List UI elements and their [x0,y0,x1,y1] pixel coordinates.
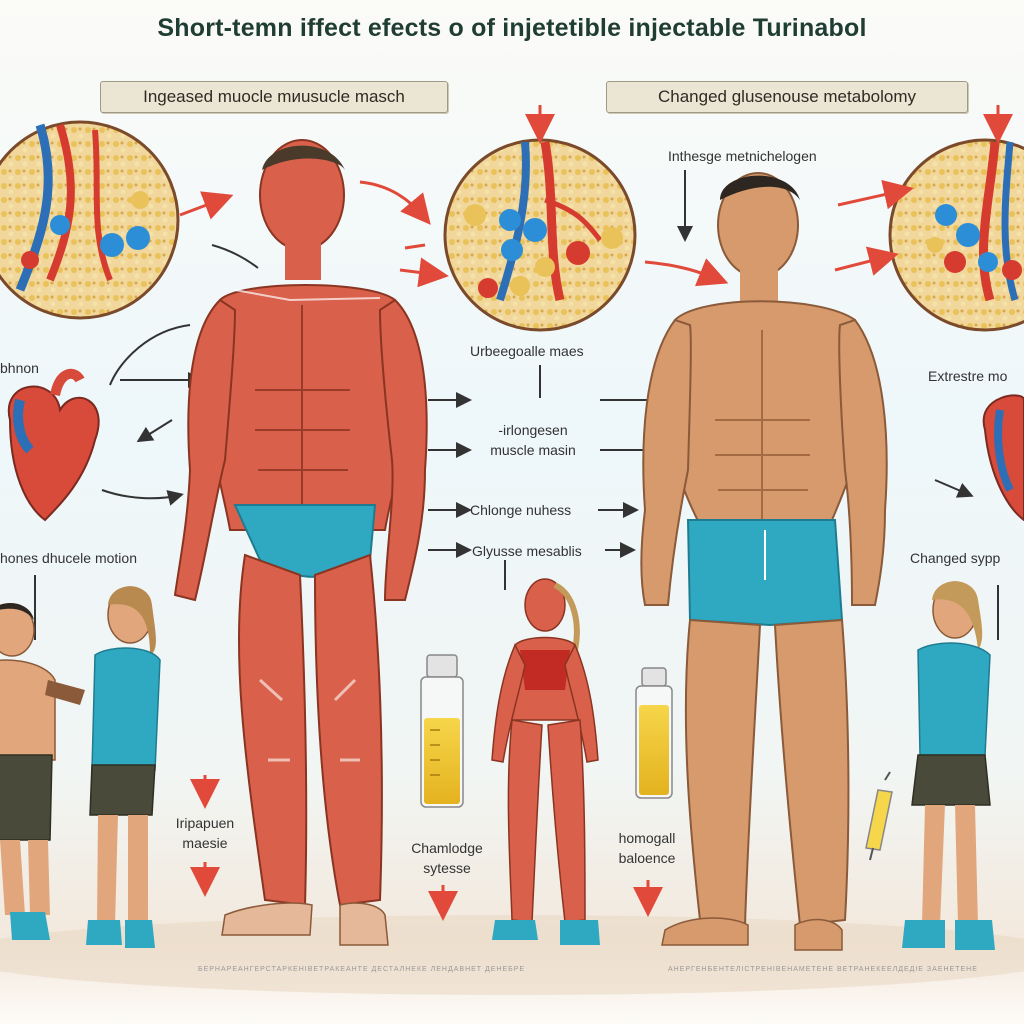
tissue-inset-center [443,138,637,332]
label-bottom-right-a: homogall [618,830,676,846]
footer-left: БЕРНАРЕАНГЕРСТАРКЕНІВЕТРАКЕАНТЕ ДЕСТАЛНЕ… [198,966,526,973]
label-left-motion: hones dhucele motion [0,550,137,566]
label-right-changed: Changed sypр [910,550,1001,566]
label-bottom-left-a: Iripapuen [175,815,235,831]
figure-muscle-female [491,578,600,945]
label-bottom-center-a: Chamlodge [411,840,483,856]
label-bottom-right-b: baloence [618,850,676,866]
tissue-inset-left [0,120,180,320]
figure-woman-clipboard [45,586,161,948]
label-top-center: Inthesge metnichelogen [668,148,817,164]
tissue-inset-right [888,138,1024,332]
label-center-1: Urbeegoalle maes [470,343,584,359]
label-center-2b: muscle masin [490,442,576,458]
syringe-icon [865,771,893,861]
label-bottom-left-b: maesie [182,835,228,851]
footer-right: АНЕРГЕНБЕНТЕЛІСТРЕНІВЕНАМЕТЕНЕ ВЕТРАНЕКЕ… [668,966,978,973]
red-arrows [179,105,1013,921]
heart-right [982,394,1024,522]
label-center-3: Chlonge nuhess [470,502,572,518]
banner-increased-muscle-mass: Ingeased muocle mиusucle masch [100,81,448,113]
label-center-4: Glyusse mesablis [472,543,582,559]
figure-man-left [0,602,56,940]
banner-changed-glucose-metabolism: Changed glusenouse metabolomy [606,81,968,113]
heart-left [7,368,100,522]
label-left-heart: bhnon [0,360,39,376]
page-title: Short-temn iffect efects o of injetetibl… [157,14,867,42]
figure-athlete-male [640,172,888,951]
label-bottom-center-b: sytesse [423,860,471,876]
label-center-2a: -irlongesen [498,422,568,438]
vial-left [420,654,464,808]
vial-right [635,667,673,799]
label-right-heart: Extrestre mo [928,368,1008,384]
figure-muscle-anatomy [173,139,428,946]
figure-woman-right [902,581,995,950]
